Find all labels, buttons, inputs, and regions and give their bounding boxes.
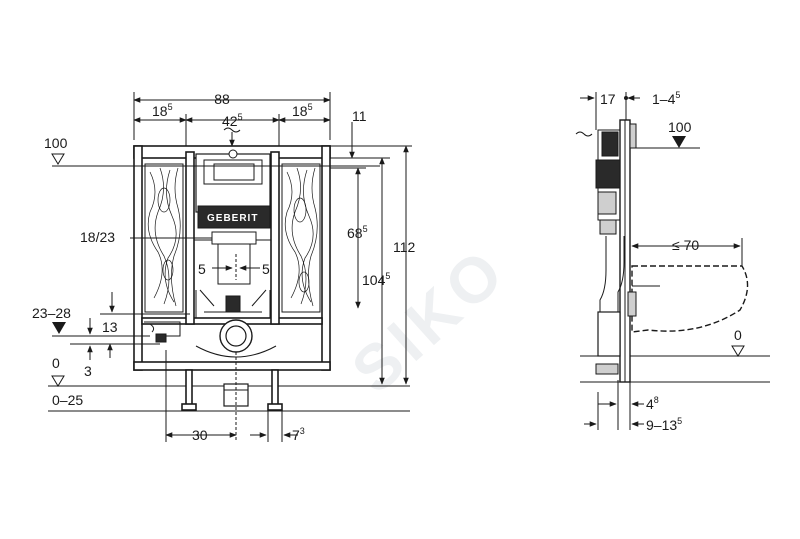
dim-val-73: 73: [292, 426, 305, 443]
side-cistern: [575, 129, 621, 235]
side-level-100: 100: [668, 119, 692, 135]
leg-left: [185, 369, 193, 409]
watermark: SIKO: [338, 233, 520, 407]
side-level-0: 0: [734, 327, 742, 343]
side-dim-val-48: 48: [646, 395, 659, 412]
frame-right-post: [321, 145, 331, 371]
insulation-panel-right: [281, 163, 321, 313]
dim-val-13: 13: [102, 319, 118, 335]
dim-left-panel: 185: [152, 102, 173, 119]
side-dim-range-145: 1–45: [652, 90, 680, 107]
geberit-label-plate: [197, 205, 271, 229]
foot-right: [267, 403, 283, 411]
frame-inner-right: [270, 151, 280, 325]
side-flush-symbol-icon: [575, 131, 593, 137]
flush-symbol-icon: [223, 127, 241, 133]
dim-range-025: 0–25: [52, 392, 83, 408]
drain-pipe-inner: [225, 325, 247, 347]
dim-total-width: 88: [214, 91, 230, 107]
dim-range-2328: 23–28: [32, 305, 71, 321]
leg-right: [271, 369, 279, 409]
dim-height-685: 685: [347, 224, 368, 241]
dim-right-panel: 185: [292, 102, 313, 119]
frame-bottom-rail: [133, 361, 331, 371]
side-dim-depth-17: 17: [600, 91, 616, 107]
cistern: GEBERIT: [195, 149, 271, 285]
dim-height-1045: 1045: [362, 271, 390, 288]
front-view: GEBERIT 88: [32, 91, 416, 443]
dim-right-5: 5: [262, 261, 270, 277]
level-0: 0: [52, 355, 60, 371]
foot-left: [181, 403, 197, 411]
dim-left-5: 5: [198, 261, 206, 277]
dim-spacing-30: 30: [192, 427, 208, 443]
level-100: 100: [44, 135, 68, 151]
dim-center: 425: [222, 112, 243, 129]
side-dim-range-9135: 9–135: [646, 416, 682, 433]
side-dim-max-70: ≤ 70: [672, 237, 699, 253]
water-inlet: [144, 321, 181, 343]
dim-height-112: 112: [393, 239, 416, 255]
dim-top-offset: 11: [352, 108, 367, 124]
side-view: 17 1–45 100 ≤ 70 0 48 9–135: [575, 90, 770, 433]
geberit-logo: GEBERIT: [207, 213, 258, 224]
drain-assembly: [195, 289, 277, 407]
dim-val-3: 3: [84, 363, 92, 379]
wc-pan: [627, 265, 749, 333]
dim-fix-1823: 18/23: [80, 229, 115, 245]
